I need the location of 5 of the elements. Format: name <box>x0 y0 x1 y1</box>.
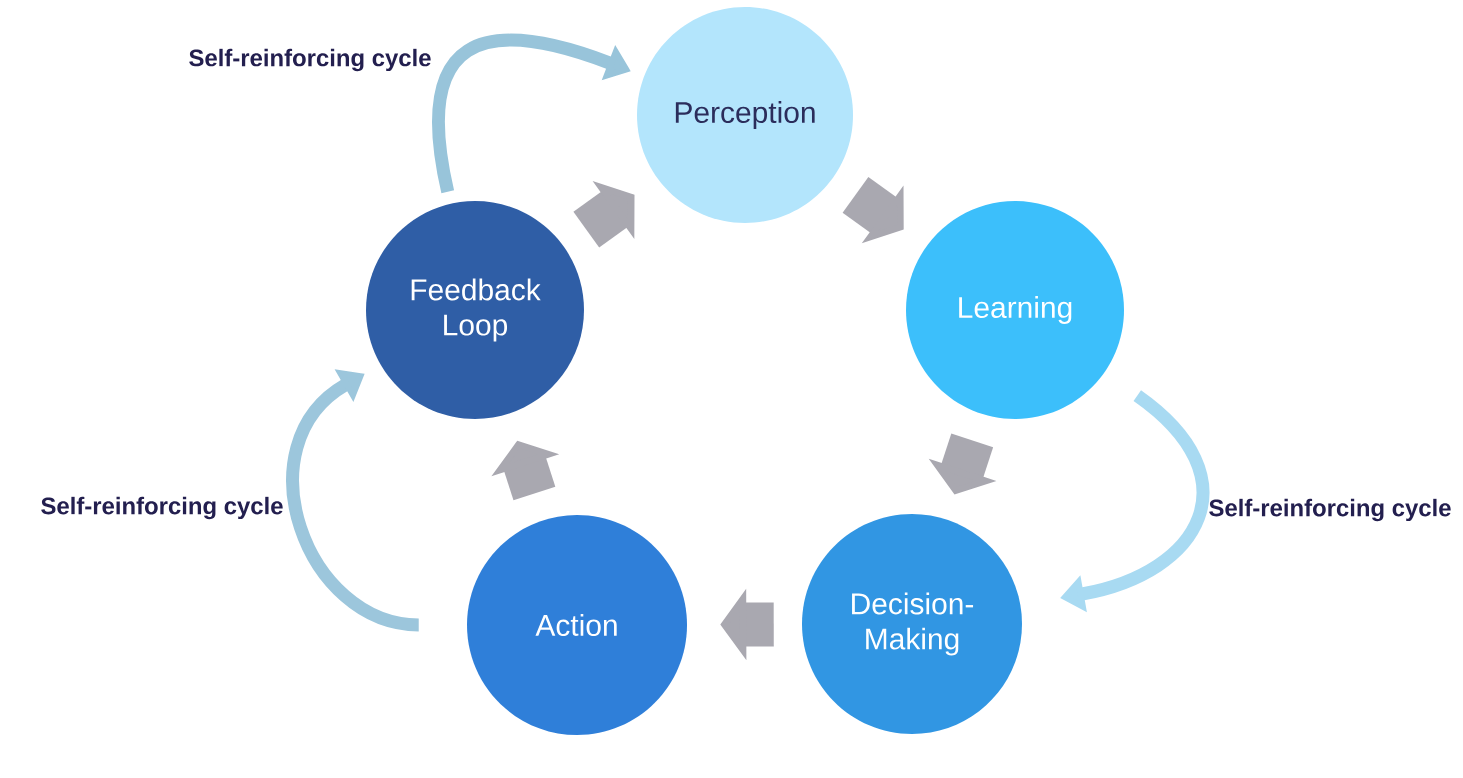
edge-label: Self-reinforcing cycle <box>41 496 283 520</box>
edge-label: Self-reinforcing cycle <box>1209 498 1451 522</box>
block-arrow <box>573 181 635 248</box>
curved-arrow <box>286 369 420 632</box>
edge-label: Self-reinforcing cycle <box>189 48 431 72</box>
